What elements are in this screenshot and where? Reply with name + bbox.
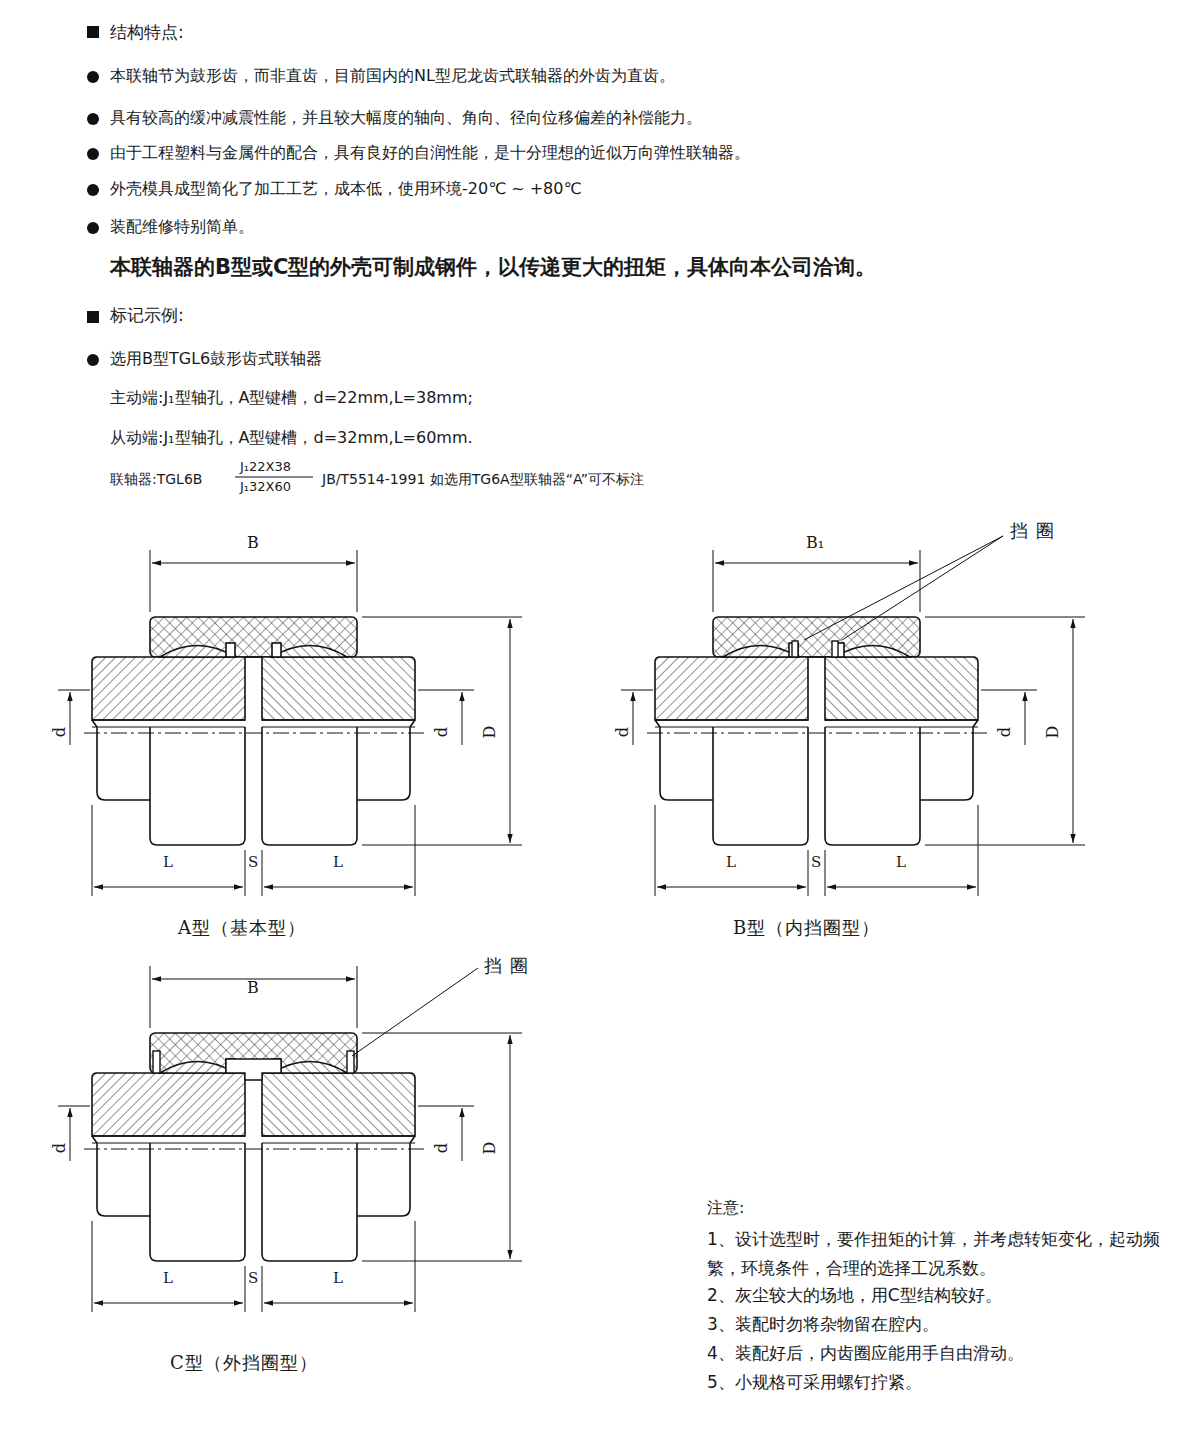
dimension-label: S bbox=[248, 1269, 258, 1288]
text-line: 5、小规格可采用螺钉拧紧。 bbox=[707, 1372, 922, 1393]
text-line: 主动端:J₁型轴孔，A型键槽，d=22mm,L=38mm; bbox=[110, 388, 473, 408]
text-line: 2、灰尘较大的场地，用C型结构较好。 bbox=[707, 1285, 1002, 1306]
dimension-label: d bbox=[432, 727, 452, 737]
dimension-label: d bbox=[995, 727, 1015, 737]
figure-caption: C型（外挡圈型） bbox=[170, 1352, 318, 1375]
text-line: 由于工程塑料与金属件的配合，具有良好的自润性能，是十分理想的近似万向弹性联轴器。 bbox=[110, 143, 750, 163]
dimension-label: B bbox=[247, 533, 259, 553]
dimension-label: d bbox=[50, 727, 70, 737]
text-line: 注意: bbox=[707, 1198, 744, 1218]
dimension-label: S bbox=[811, 853, 821, 872]
figure-caption: 挡 圈 bbox=[484, 955, 529, 978]
text-line: 3、装配时勿将杂物留在腔内。 bbox=[707, 1314, 939, 1335]
dimension-label: D bbox=[1043, 726, 1063, 739]
text-line: 结构特点: bbox=[110, 22, 184, 43]
dimension-label: S bbox=[248, 853, 258, 872]
text-line: 4、装配好后，内齿圈应能用手自由滑动。 bbox=[707, 1343, 1024, 1364]
dimension-label: L bbox=[333, 1269, 343, 1288]
dimension-label: d bbox=[50, 1143, 70, 1153]
text-line: 选用B型TGL6鼓形齿式联轴器 bbox=[110, 349, 322, 369]
dimension-label: L bbox=[163, 1269, 173, 1288]
text-line: J₁22X38 bbox=[240, 459, 291, 475]
dimension-label: D bbox=[480, 1142, 500, 1155]
text-line: J₁32X60 bbox=[240, 479, 291, 495]
text-line: 本联轴节为鼓形齿，而非直齿，目前国内的NL型尼龙齿式联轴器的外齿为直齿。 bbox=[110, 66, 675, 86]
text-line: 具有较高的缓冲减震性能，并且较大幅度的轴向、角向、径向位移偏差的补偿能力。 bbox=[110, 108, 702, 128]
text-line: 标记示例: bbox=[110, 305, 184, 326]
dimension-label: L bbox=[163, 853, 173, 872]
dimension-label: d bbox=[432, 1143, 452, 1153]
figure-caption: B型（内挡圈型） bbox=[733, 917, 880, 940]
figure-caption: 挡 圈 bbox=[1010, 520, 1055, 543]
dimension-label: d bbox=[613, 727, 633, 737]
text-line: 从动端:J₁型轴孔，A型键槽，d=32mm,L=60mm. bbox=[110, 428, 473, 448]
text-line: 装配维修特别简单。 bbox=[110, 217, 254, 237]
dimension-label: D bbox=[480, 726, 500, 739]
text-line: 1、设计选型时，要作扭矩的计算，并考虑转矩变化，起动频繁，环境条件，合理的选择工… bbox=[707, 1225, 1182, 1283]
text-line: 联轴器:TGL6B bbox=[110, 471, 202, 489]
figure-caption: A型（基本型） bbox=[178, 917, 306, 940]
dimension-label: B bbox=[247, 978, 259, 998]
text-line: 外壳模具成型简化了加工工艺，成本低，使用环境-20℃ ~ +80℃ bbox=[110, 179, 581, 199]
dimension-label: L bbox=[726, 853, 736, 872]
dimension-label: B₁ bbox=[806, 533, 824, 553]
dimension-label: L bbox=[333, 853, 343, 872]
dimension-label: L bbox=[896, 853, 906, 872]
text-line: 本联轴器的B型或C型的外壳可制成钢件，以传递更大的扭矩，具体向本公司洽询。 bbox=[110, 254, 876, 280]
text-line: JB/T5514-1991 如选用TG6A型联轴器“A”可不标注 bbox=[322, 471, 644, 489]
